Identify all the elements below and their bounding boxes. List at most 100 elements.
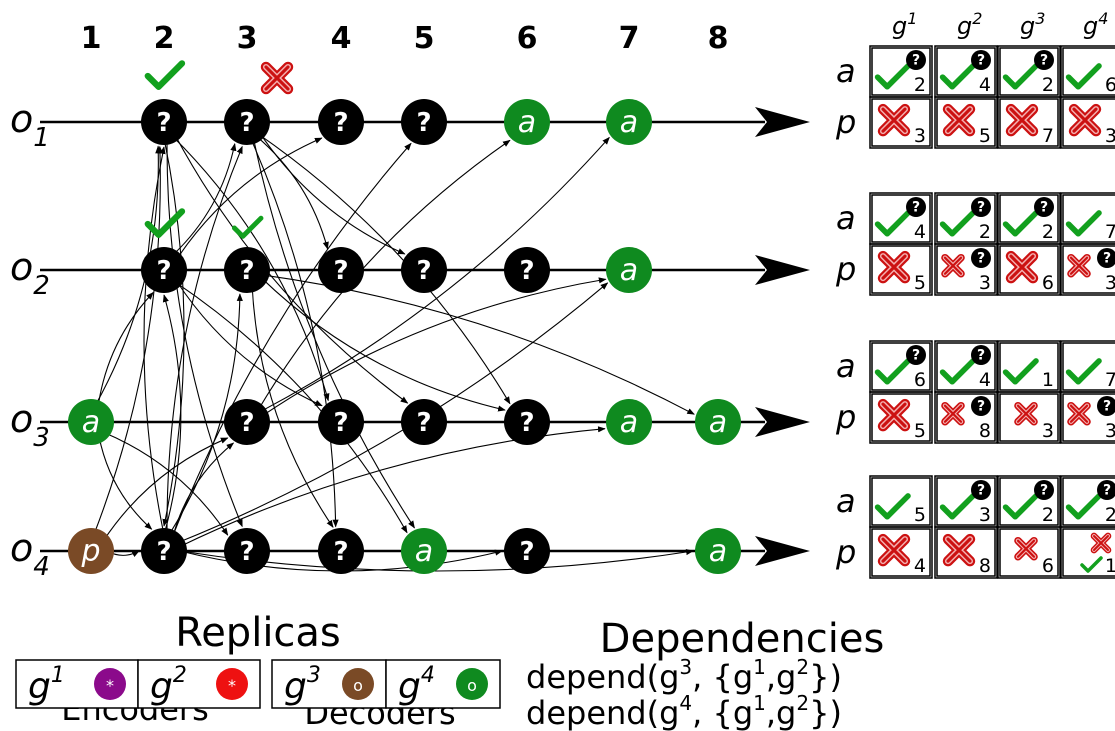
table-cell: ?4 <box>869 192 933 245</box>
cross-icon <box>1080 532 1112 573</box>
table-cell-count: 3 <box>979 504 991 526</box>
node-label: ? <box>333 108 348 138</box>
node-label: ? <box>519 256 534 286</box>
legend-symbol: * <box>106 676 114 695</box>
replica-node-o4-6: ? <box>504 528 550 574</box>
table-cell-count: 6 <box>914 369 926 391</box>
table-cell: 5 <box>869 475 933 528</box>
check-icon <box>1065 358 1102 385</box>
cross-icon <box>1067 253 1091 278</box>
depend-statement: depend(g3, {g1,g2}) <box>526 655 842 696</box>
table-row-label-p: p <box>835 533 856 571</box>
table-cell-count: 1 <box>1105 555 1115 577</box>
table-cell: 7 <box>997 96 1061 149</box>
column-label-8: 8 <box>708 21 729 56</box>
table-cell-count: 7 <box>1042 125 1054 147</box>
node-label: a <box>415 534 433 569</box>
table-cell-count: 2 <box>1042 504 1054 526</box>
group-header-g2: g2 <box>957 9 982 40</box>
cross-icon <box>877 533 911 567</box>
replica-node-o4-8: a <box>695 528 741 574</box>
table-row-label-p: p <box>835 398 856 436</box>
replica-node-o2-3: ? <box>224 247 270 293</box>
table-cell-count: 5 <box>914 272 926 294</box>
cross-icon <box>877 103 911 137</box>
table-cell: ?2 <box>934 192 998 245</box>
dependency-arrow <box>260 277 506 412</box>
table-row-label-a: a <box>836 52 856 90</box>
node-label: ? <box>519 408 534 438</box>
table-cell: ?2 <box>997 45 1061 98</box>
question-badge-label: ? <box>977 200 985 216</box>
node-label: a <box>620 405 638 440</box>
table-cell: 3 <box>869 96 933 149</box>
table-cell: 1 <box>997 340 1061 393</box>
column-label-3: 3 <box>237 21 258 56</box>
dependency-arrow <box>262 274 695 415</box>
dependency-arrow <box>258 132 406 255</box>
group-header-g3: g3 <box>1020 9 1045 40</box>
table-cell-count: 3 <box>1105 125 1115 147</box>
check-icon <box>1002 358 1039 385</box>
replica-node-o2-5: ? <box>401 247 447 293</box>
table-row-label-a: a <box>836 482 856 520</box>
table-cell-count: 3 <box>914 125 926 147</box>
column-label-1: 1 <box>81 21 102 56</box>
table-cell-count: 3 <box>1042 420 1054 442</box>
replica-node-o3-7: a <box>606 399 652 445</box>
dependency-arrow <box>166 137 243 528</box>
check-icon <box>874 358 911 385</box>
table-cell-count: 2 <box>1042 221 1054 243</box>
question-badge-label: ? <box>1040 483 1048 499</box>
timeline-arrowhead <box>755 407 810 437</box>
node-label: ? <box>239 256 254 286</box>
node-label: a <box>709 405 727 440</box>
table-cell: 8 <box>934 526 998 579</box>
node-label: ? <box>416 256 431 286</box>
node-label: ? <box>416 108 431 138</box>
table-cell-count: 7 <box>1105 369 1115 391</box>
cross-icon <box>1005 250 1039 284</box>
node-label: ? <box>156 537 171 567</box>
table-cell: 1 <box>1060 526 1115 579</box>
node-label: a <box>620 105 638 140</box>
column-label-7: 7 <box>619 21 640 56</box>
cross-icon <box>260 61 294 95</box>
table-cell-count: 5 <box>914 504 926 526</box>
cross-icon <box>942 103 976 137</box>
question-badge-label: ? <box>1103 483 1111 499</box>
check-icon <box>874 493 911 520</box>
question-badge-label: ? <box>977 483 985 499</box>
dependency-arrow <box>174 281 408 534</box>
dependency-arrow <box>93 145 164 536</box>
check-icon <box>939 63 976 90</box>
node-label: ? <box>239 108 254 138</box>
node-label: ? <box>333 408 348 438</box>
timeline-arrowhead <box>755 255 810 285</box>
question-badge-label: ? <box>1103 399 1111 415</box>
replica-node-o1-2: ? <box>141 99 187 145</box>
table-cell-count: 3 <box>979 272 991 294</box>
group-header-g4: g4 <box>1083 9 1108 40</box>
node-label: p <box>80 534 100 569</box>
table-cell: ?3 <box>934 243 998 296</box>
legend-group-label: g1 <box>28 663 65 707</box>
node-label: ? <box>333 537 348 567</box>
table-cell-count: 5 <box>914 420 926 442</box>
dependency-arrow <box>171 143 237 257</box>
check-icon <box>231 215 264 239</box>
table-cell: 3 <box>1060 96 1115 149</box>
table-cell: 4 <box>869 526 933 579</box>
question-badge-label: ? <box>912 348 920 364</box>
table-cell-count: 3 <box>1105 272 1115 294</box>
legend-symbol: * <box>228 676 236 695</box>
table-cell-count: 8 <box>979 555 991 577</box>
replica-node-o1-6: a <box>504 99 550 145</box>
table-cell-count: 1 <box>1042 369 1054 391</box>
dependency-arrow <box>259 136 610 413</box>
dependency-arrow <box>98 435 153 530</box>
dependency-arrow <box>172 442 235 538</box>
